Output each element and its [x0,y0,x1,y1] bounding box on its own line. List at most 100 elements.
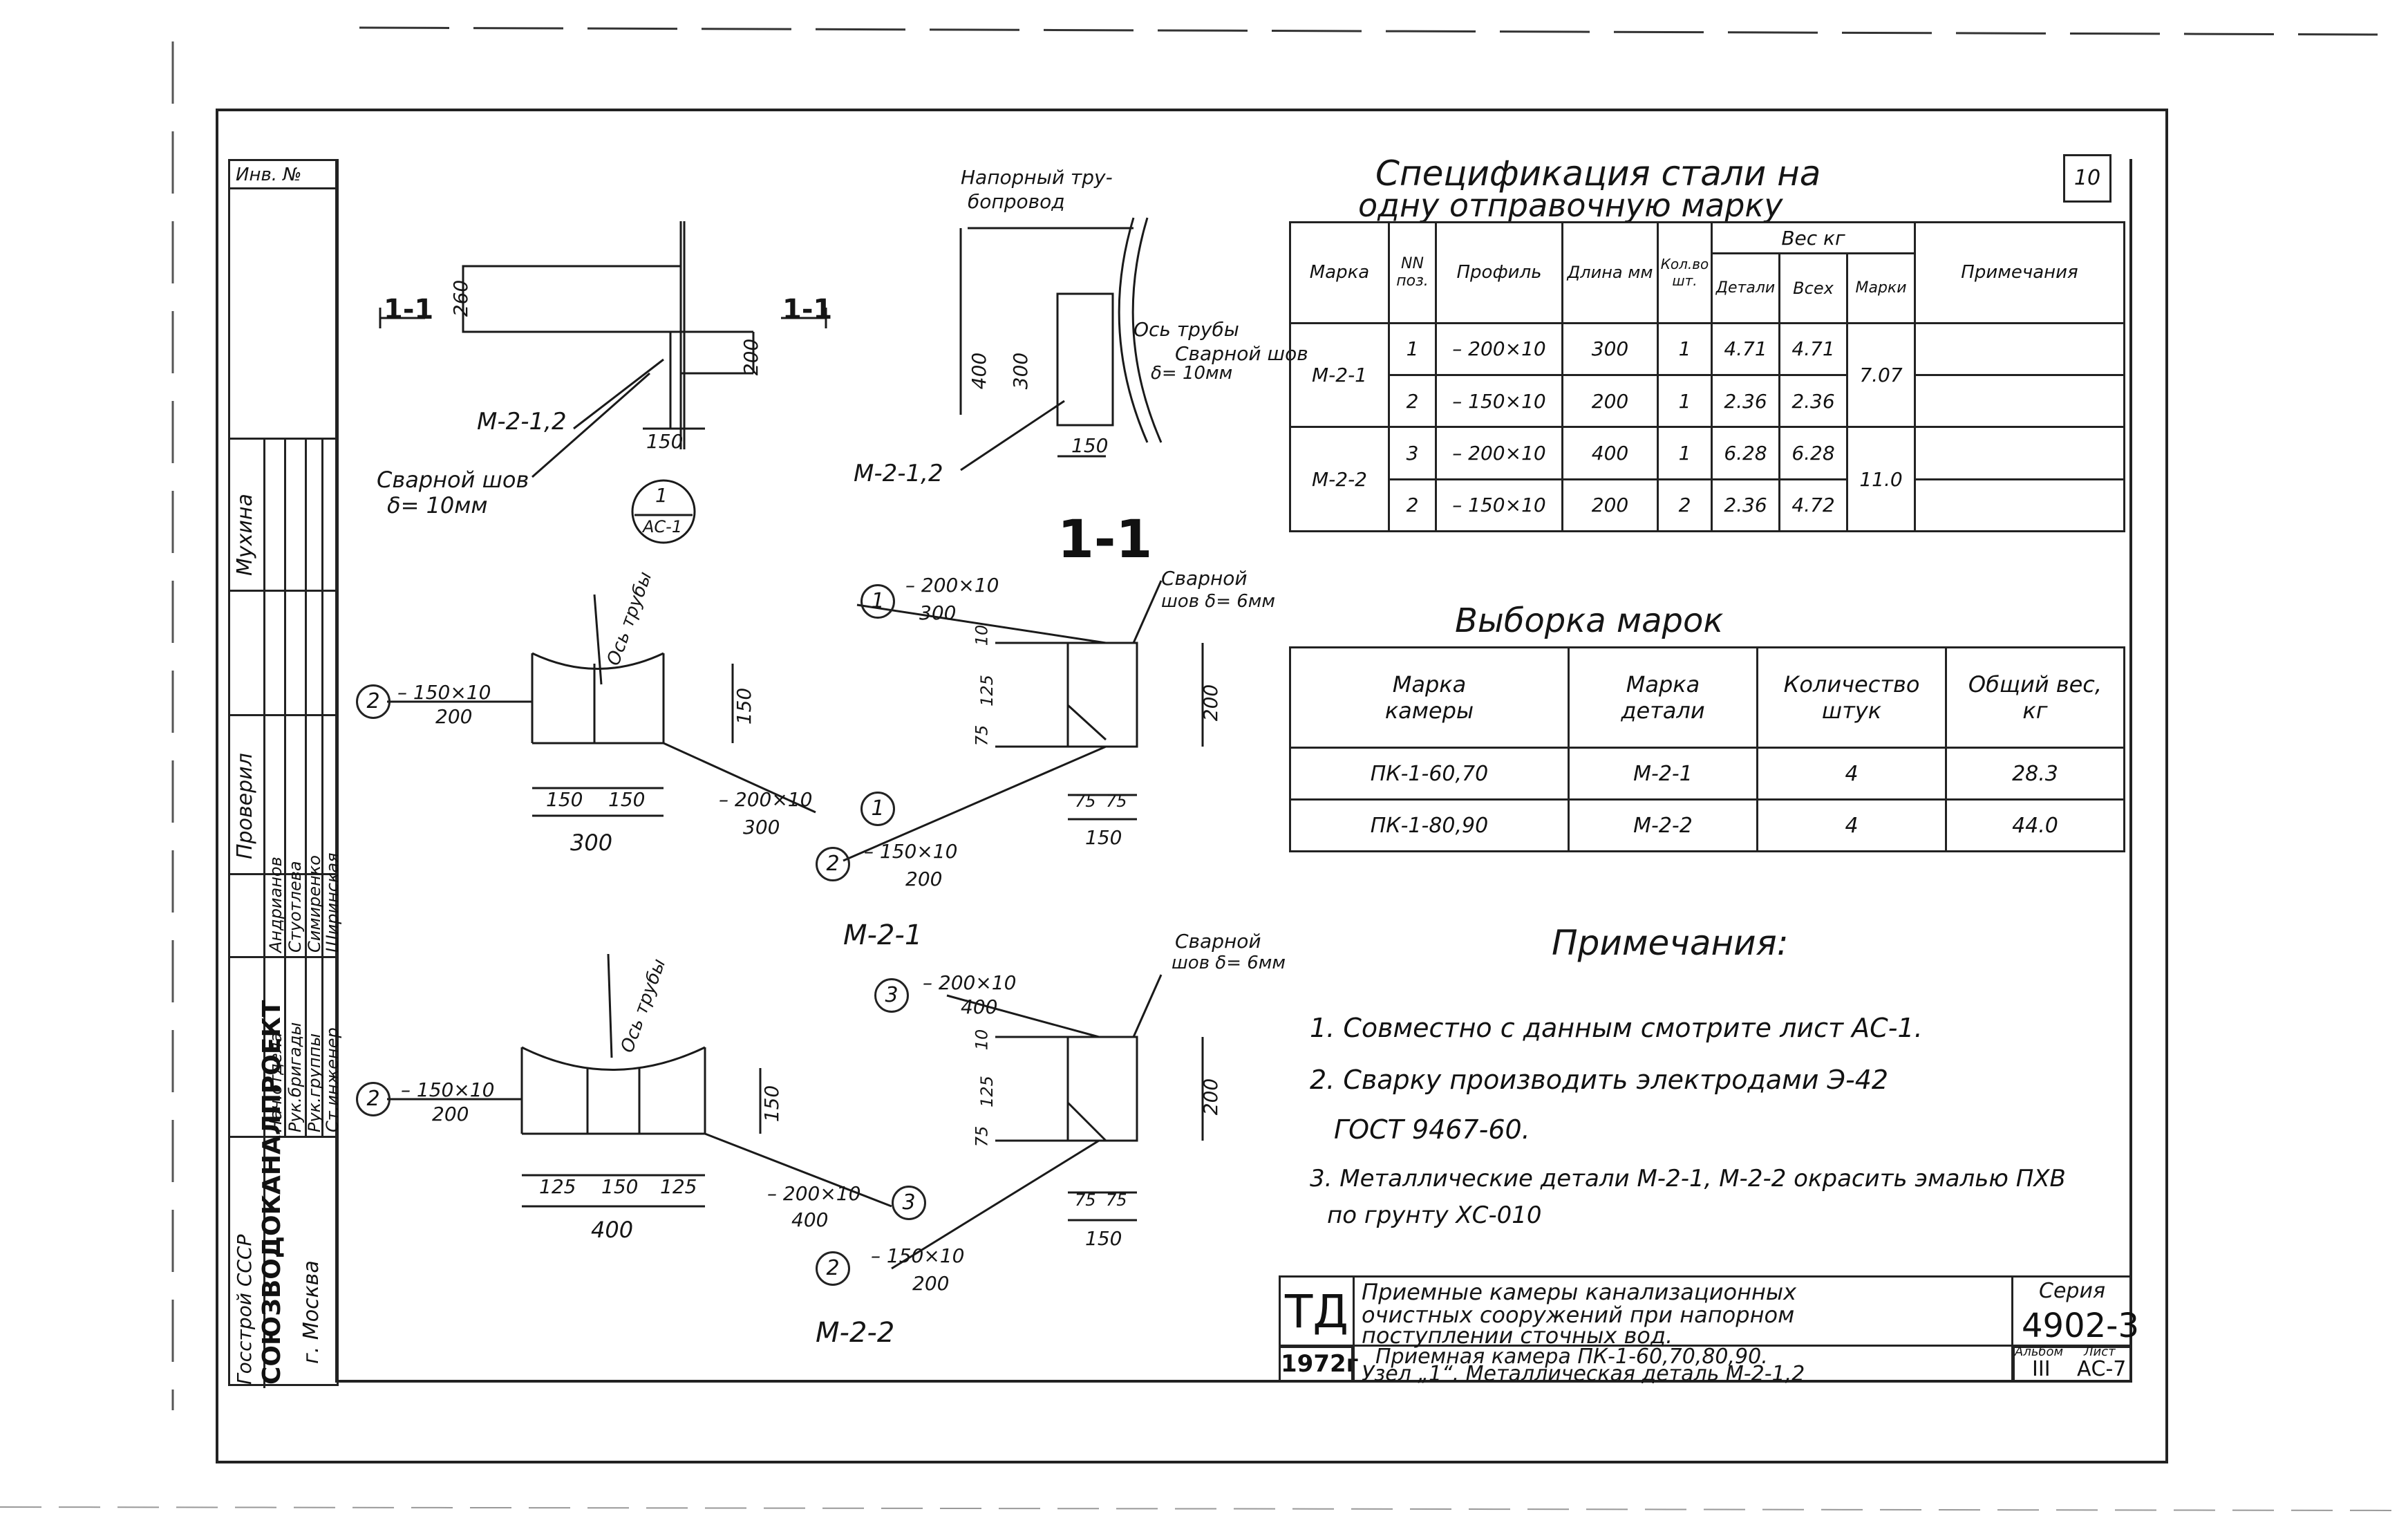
dim-125-d: 125 [977,1076,997,1107]
sel-row-2: ПК-1-80,90 М-2-2 4 44.0 [1289,798,2125,852]
spec-detail: 6.28 [1711,426,1780,480]
label-m212-a: М-2-1,2 [477,408,567,436]
spec-length: 400 [1561,426,1659,480]
profile-200-a: 200 [435,705,473,728]
sel-detail: М-2-1 [1568,747,1758,801]
note-2b: ГОСТ 9467-60. [1334,1114,1530,1145]
sel-th-weight: Общий вес, кг [1945,646,2125,749]
sel-weight: 28.3 [1945,747,2125,801]
spec-all: 2.36 [1778,373,1848,429]
outer-frame [216,109,2168,1463]
dim-200-a: 200 [740,338,763,376]
dim-75-d: 75 [972,1125,992,1148]
series-label: Серия [2039,1279,2105,1303]
section-title-1-1: 1-1 [1057,508,1153,570]
spec-all: 6.28 [1778,426,1848,480]
dim-75-f: 75 [1106,1190,1127,1210]
profile-150-d: – 150×10 [871,1244,965,1267]
th-all: Всех [1778,252,1848,324]
spec-title-2: одну отправочную марку [1358,187,1783,224]
dim-150-f: 150 [1085,826,1122,849]
th-notes: Примечания [1914,221,2125,324]
page-number: 10 [2063,154,2111,203]
spec-pos: 1 [1388,321,1437,376]
album-label: Альбом [2015,1345,2064,1359]
dim-260: 260 [449,279,473,317]
profile-150-b: – 150×10 [864,840,958,863]
spec-mark: 11.0 [1846,426,1916,532]
pos-circle-1-a: 1 [860,792,895,826]
spec-mark: 7.07 [1846,321,1916,429]
profile-300-b: 300 [743,816,780,839]
spec-title-1: Спецификация стали на [1375,153,1821,194]
spec-detail: 4.71 [1711,321,1780,376]
sel-th-weight-1: Общий вес, [1968,671,2103,698]
title-line-2: очистных сооружений при напорном [1362,1302,1795,1328]
dim-10-a: 10 [972,624,992,646]
spec-table: Марка NN поз. Профиль Длина мм Кол.во шт… [1289,221,2125,533]
series-box [2011,1275,2132,1348]
title-block: ТД 1972г Приемные камеры канализационных… [1279,1275,2139,1386]
dim-150-a: 150 [646,430,684,453]
spec-qty: 1 [1657,426,1713,480]
spec-profile: – 200×10 [1435,426,1563,480]
sheet-number: АС-7 [2077,1357,2127,1381]
th-length: Длина мм [1561,221,1659,324]
pos-circle-2-a: 2 [356,684,391,719]
sel-th-count-2: штук [1821,698,1882,724]
title-line-3: поступлении сточных вод. [1362,1322,1673,1349]
th-qty: Кол.во шт. [1657,221,1713,324]
dim-150-c: 150 [733,687,756,725]
dim-150-i: 150 [1085,1227,1122,1250]
profile-200-c: – 200×10 [905,574,999,597]
dim-200-c: 200 [1199,1078,1223,1116]
pos-circle-3-a: 3 [892,1186,926,1220]
sel-th-camera: Марка камеры [1289,646,1570,749]
sel-th-camera-2: камеры [1384,698,1474,724]
spec-qty: 1 [1657,321,1713,376]
spec-notes [1914,373,2125,429]
pos-circle-3-b: 3 [874,978,909,1013]
th-pos: NN поз. [1388,221,1437,324]
dim-125-b: 125 [539,1175,576,1198]
spec-row-4: 2 – 150×10 200 2 2.36 4.72 [1290,478,2125,533]
dim-300-b: 300 [570,830,613,856]
spec-qty: 2 [1657,478,1713,533]
label-m21: М-2-1 [843,919,923,951]
profile-200-d: 200 [905,868,943,890]
profile-150-c: – 150×10 [401,1078,495,1101]
sel-th-detail-1: Марка [1626,671,1700,698]
weld-10-label-b: δ= 10мм [387,492,488,518]
title-line-1: Приемные камеры канализационных [1362,1279,1797,1305]
subtitle-box [1351,1345,2015,1383]
section-mark-right: 1-1 [782,294,833,326]
spec-marka-2: М-2-2 [1289,426,1390,532]
weld-10-mid-a: Сварной шов [1175,342,1308,365]
sel-th-camera-1: Марка [1392,671,1467,698]
spec-pos: 2 [1388,478,1437,533]
note-3: 3. Металлические детали М-2-1, М-2-2 окр… [1310,1165,2066,1192]
note-3b: по грунту ХС-010 [1327,1201,1542,1229]
pipe-wall-label-2: бопровод [968,190,1065,213]
sel-th-count: Количество штук [1756,646,1947,749]
pipe-wall-label-1: Напорный тру- [961,166,1113,189]
dim-75-e: 75 [1075,1190,1096,1210]
sel-camera: ПК-1-80,90 [1289,798,1570,852]
sel-row-1: ПК-1-60,70 М-2-1 4 28.3 [1289,747,2125,801]
dim-200-b: 200 [1199,684,1223,722]
sel-th-count-1: Количество [1783,671,1920,698]
sheet-box [2011,1345,2132,1383]
callout-ref-top: 1 [655,484,668,507]
spec-profile: – 150×10 [1435,478,1563,533]
spec-length: 200 [1561,373,1659,429]
dim-75-b: 75 [1075,792,1096,811]
sheet-label: Лист [2084,1345,2116,1359]
sel-th-weight-2: кг [2022,698,2048,724]
spec-row-1: М-2-1 1 – 200×10 300 1 4.71 4.71 7.07 [1289,321,2125,429]
dim-75-c: 75 [1106,792,1127,811]
section-mark-left: 1-1 [384,294,434,326]
dim-400-a: 400 [968,352,991,390]
spec-all: 4.71 [1778,321,1848,376]
album-number: III [2032,1357,2051,1381]
